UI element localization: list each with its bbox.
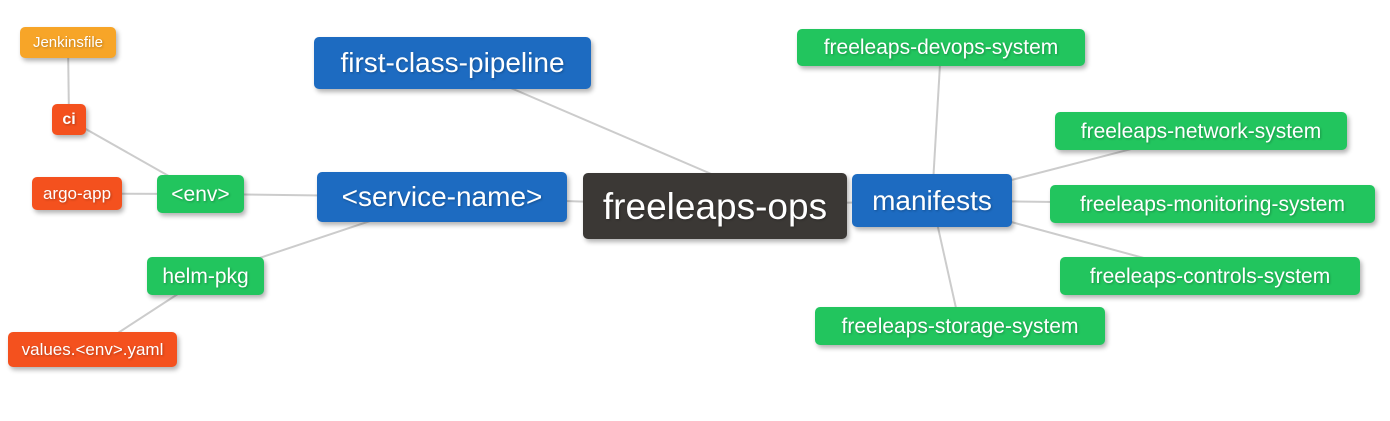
node-manifests[interactable]: manifests: [852, 174, 1012, 227]
node-label: freeleaps-storage-system: [841, 314, 1079, 338]
node-freeleaps-ops[interactable]: freeleaps-ops: [583, 173, 847, 239]
node-helm-pkg[interactable]: helm-pkg: [147, 257, 264, 295]
node-label: ci: [62, 110, 76, 128]
node-jenkinsfile[interactable]: Jenkinsfile: [20, 27, 116, 58]
node-label: freeleaps-network-system: [1080, 119, 1322, 143]
node-freeleaps-monitoring-system[interactable]: freeleaps-monitoring-system: [1050, 185, 1375, 223]
node-first-class-pipeline[interactable]: first-class-pipeline: [314, 37, 591, 89]
node-service-name[interactable]: <service-name>: [317, 172, 567, 222]
node-label: freeleaps-controls-system: [1089, 264, 1331, 288]
node-label: <env>: [171, 182, 230, 206]
node-label: Jenkinsfile: [32, 34, 104, 51]
node-argo-app[interactable]: argo-app: [32, 177, 122, 210]
node-label: helm-pkg: [162, 264, 249, 288]
node-ci[interactable]: ci: [52, 104, 86, 135]
node-label: freeleaps-ops: [602, 185, 828, 227]
node-freeleaps-controls-system[interactable]: freeleaps-controls-system: [1060, 257, 1360, 295]
node-label: manifests: [872, 184, 992, 216]
node-label: freeleaps-devops-system: [823, 36, 1059, 59]
node-label: first-class-pipeline: [340, 47, 565, 78]
node-freeleaps-network-system[interactable]: freeleaps-network-system: [1055, 112, 1347, 150]
node-label: freeleaps-monitoring-system: [1080, 192, 1345, 216]
node-env[interactable]: <env>: [157, 175, 244, 213]
node-values-env-yaml[interactable]: values.<env>.yaml: [8, 332, 177, 367]
node-label: values.<env>.yaml: [21, 340, 164, 359]
node-freeleaps-devops-system[interactable]: freeleaps-devops-system: [797, 29, 1085, 66]
node-freeleaps-storage-system[interactable]: freeleaps-storage-system: [815, 307, 1105, 345]
node-label: argo-app: [42, 184, 112, 203]
node-label: <service-name>: [341, 181, 543, 212]
